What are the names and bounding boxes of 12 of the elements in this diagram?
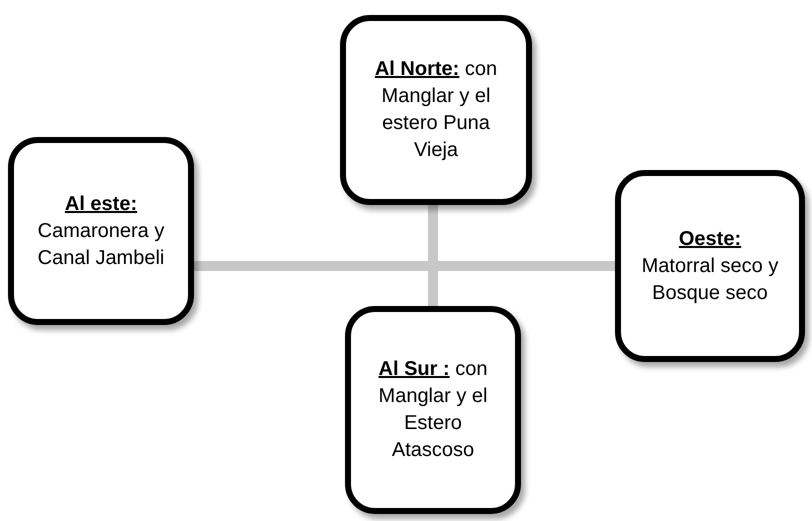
- rounded-box: [615, 170, 805, 362]
- rounded-box: [340, 15, 532, 205]
- box-text: Camaronera y Canal Jambeli: [36, 218, 166, 270]
- rounded-box: [8, 137, 194, 325]
- box-heading: Al este:: [64, 192, 138, 216]
- box-text: Matorral seco y Bosque seco: [641, 254, 779, 306]
- connector-line: [194, 261, 615, 271]
- connector-line: [428, 205, 438, 306]
- box-text: Al Norte: con Manglar y el estero Puna Vieja: [374, 57, 498, 163]
- rounded-box: [345, 306, 521, 514]
- box-heading: Oeste:: [678, 226, 742, 252]
- box-text: Al Sur : con Manglar y el Estero Atascoso: [378, 357, 488, 463]
